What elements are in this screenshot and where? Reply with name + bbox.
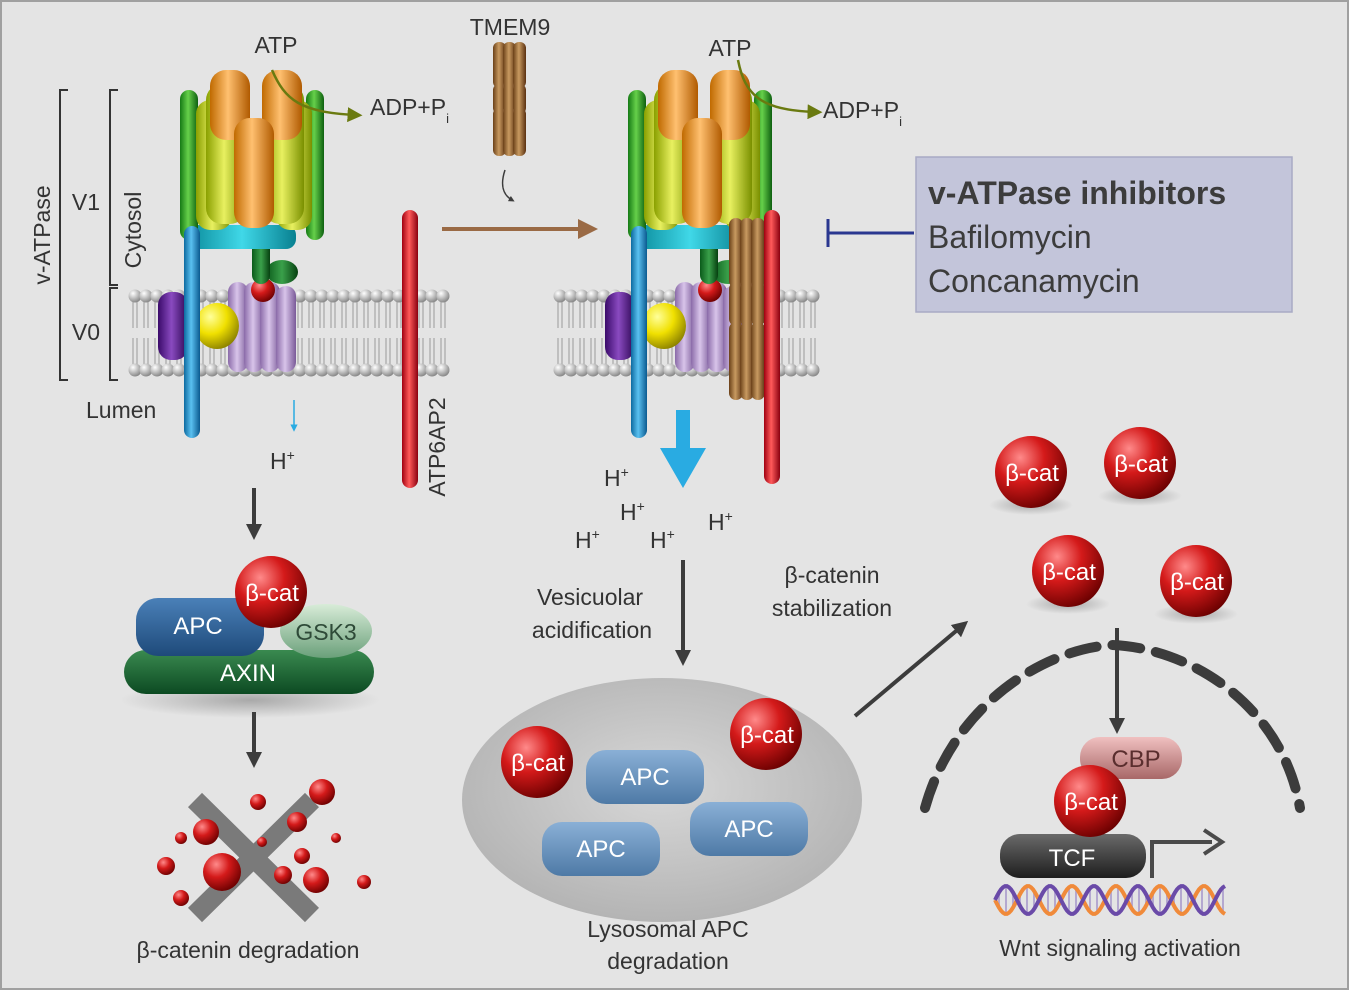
label-v1: V1	[72, 189, 100, 215]
beta-catenin	[730, 698, 802, 770]
transcription-start-arrow	[1150, 840, 1212, 878]
label-lysosomal-2: degradation	[607, 948, 729, 974]
inhibitor-item: Bafilomycin	[928, 219, 1092, 255]
svg-text:H+: H+	[575, 526, 600, 553]
label-atp6ap2: ATP6AP2	[424, 397, 450, 496]
arrow-to-stabilization	[853, 620, 969, 718]
tmem9-bound	[729, 218, 765, 400]
nuclear-envelope	[920, 639, 1305, 813]
beta-catenin	[501, 726, 573, 798]
beta-catenin	[1104, 427, 1176, 499]
svg-text:H+: H+	[650, 526, 675, 553]
label-adp-left: ADP+Pi	[370, 94, 449, 126]
apc-protein	[690, 802, 808, 856]
destruction-complex: AXIN APC GSK3 β-cat	[124, 556, 374, 694]
a-subunit-left	[184, 226, 200, 438]
beta-catenin	[1032, 535, 1104, 607]
beta-catenin	[995, 436, 1067, 508]
v-atpase-complex-right	[605, 70, 780, 484]
label-tcf: TCF	[1049, 845, 1096, 872]
beta-catenin	[1054, 765, 1126, 837]
label-atp-left: ATP	[254, 32, 297, 58]
dna-helix	[993, 884, 1227, 916]
label-b-cat: β-cat	[1170, 569, 1224, 596]
label-apc: APC	[576, 836, 625, 863]
label-stabilization-2: stabilization	[772, 595, 892, 621]
label-b-cat: β-cat	[511, 750, 565, 777]
gsk3-protein	[280, 604, 372, 658]
beta-catenin	[235, 556, 307, 628]
label-lysosomal-1: Lysosomal APC	[587, 916, 749, 942]
axin-protein	[124, 650, 374, 694]
inhibitor-item: Concanamycin	[928, 263, 1140, 299]
label-vesicular-2: acidification	[532, 617, 652, 643]
label-lumen: Lumen	[86, 397, 156, 423]
v-atpase-brackets	[59, 89, 118, 381]
label-cytosol: Cytosol	[120, 192, 146, 269]
apc-protein	[136, 598, 264, 656]
v1-catalytic-subunit	[234, 118, 274, 228]
inhibitor-box	[915, 156, 1293, 313]
label-adp-right: ADP+Pi	[823, 97, 902, 129]
apc-protein	[586, 750, 704, 804]
v0-yellow-subunit	[195, 303, 239, 349]
protons-cluster: H+ H+ H+ H+ H+	[575, 464, 733, 553]
v0-purple-subunit	[158, 292, 188, 360]
label-apc: APC	[620, 764, 669, 791]
label-b-cat: β-cat	[1005, 460, 1059, 487]
v-atpase-complex-left	[158, 70, 418, 488]
label-wnt: Wnt signaling activation	[999, 935, 1241, 961]
atp-hydrolysis-arrow-right	[736, 59, 823, 120]
label-b-cat: β-cat	[1114, 451, 1168, 478]
label-axin: AXIN	[220, 660, 276, 687]
label-apc: APC	[173, 613, 222, 640]
svg-text:H+: H+	[604, 464, 629, 491]
label-v-atpase: v-ATPase	[29, 185, 55, 284]
lysosome-contents: APC APC APC β-cat β-cat	[501, 698, 808, 876]
stabilized-beta-catenin: β-cat β-cat β-cat β-cat	[989, 427, 1238, 624]
a-subunit-right	[631, 226, 647, 438]
atp6ap2-protein	[402, 210, 418, 488]
label-vesicular-1: Vesicuolar	[537, 584, 643, 610]
label-atp-right: ATP	[708, 35, 751, 61]
label-stabilization-1: β-catenin	[784, 562, 879, 588]
label-degradation: β-catenin degradation	[137, 937, 360, 963]
inhibitor-title: v-ATPase inhibitors	[928, 175, 1226, 211]
cbp-protein	[1080, 737, 1182, 779]
svg-text:H+: H+	[620, 498, 645, 525]
label-b-cat: β-cat	[245, 580, 299, 607]
label-h-left: H+	[270, 447, 295, 474]
transcription-complex: CBP TCF β-cat	[1000, 737, 1226, 878]
svg-text:H+: H+	[708, 508, 733, 535]
tcf-protein	[1000, 834, 1146, 878]
v0-c-ring	[276, 286, 296, 372]
proton-pump-arrow	[660, 410, 706, 488]
label-tmem9: TMEM9	[470, 14, 551, 40]
label-b-cat: β-cat	[740, 722, 794, 749]
tmem9-protein	[493, 42, 526, 156]
atp-hydrolysis-arrow-left	[270, 69, 363, 123]
tmem9-recruit-arrow	[501, 169, 515, 202]
beta-catenin	[1160, 545, 1232, 617]
label-b-cat: β-cat	[1042, 559, 1096, 586]
label-b-cat: β-cat	[1064, 789, 1118, 816]
label-cbp: CBP	[1111, 746, 1160, 773]
label-gsk3: GSK3	[295, 619, 356, 645]
label-apc: APC	[724, 816, 773, 843]
label-v0: V0	[72, 319, 100, 345]
apc-protein	[542, 822, 660, 876]
degraded-beta-catenin	[157, 779, 371, 923]
